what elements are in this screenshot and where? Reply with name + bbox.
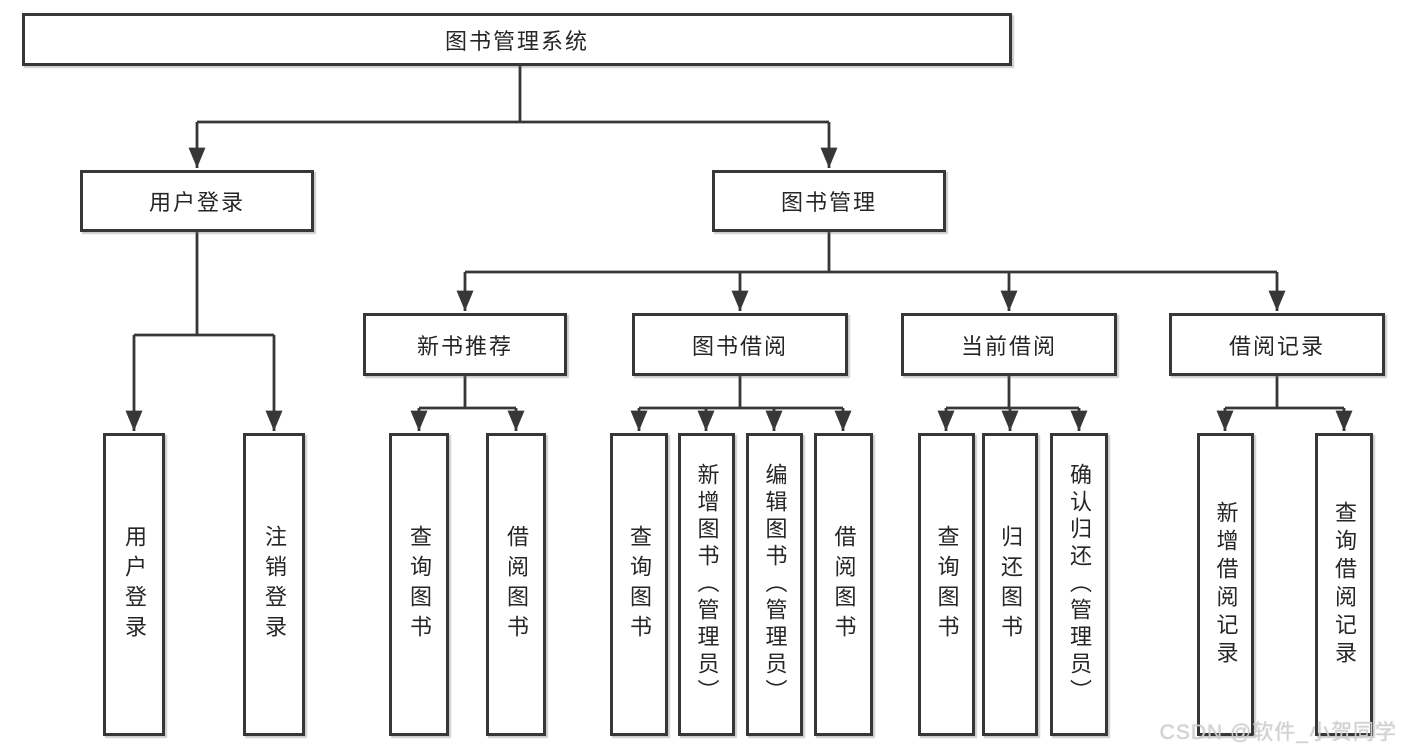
leaf-confirm-return-admin: 确认归还（管理员） [1050, 433, 1108, 736]
node-new-book-recommend: 新书推荐 [363, 313, 567, 376]
leaf-logout-login: 注销登录 [243, 433, 305, 736]
tree-rails [134, 66, 1344, 410]
leaf-query-books-current: 查询图书 [918, 433, 975, 736]
node-book-management: 图书管理 [712, 170, 946, 232]
leaf-borrow-books-recommend: 借阅图书 [486, 433, 546, 736]
node-current-borrow: 当前借阅 [901, 313, 1117, 376]
node-book-borrow: 图书借阅 [632, 313, 848, 376]
node-user-login: 用户登录 [80, 170, 314, 232]
node-library-management-system: 图书管理系统 [22, 13, 1012, 66]
leaf-add-borrow-record: 新增借阅记录 [1197, 433, 1254, 736]
leaf-edit-books-admin: 编辑图书（管理员） [746, 433, 803, 736]
leaf-user-login: 用户登录 [103, 433, 165, 736]
node-borrow-records: 借阅记录 [1169, 313, 1385, 376]
leaf-query-books-recommend: 查询图书 [389, 433, 449, 736]
leaf-add-books-admin: 新增图书（管理员） [678, 433, 735, 736]
csdn-watermark: CSDN @软件_小贺同学 [1159, 721, 1397, 744]
leaf-query-books-borrow: 查询图书 [610, 433, 668, 736]
leaf-return-books: 归还图书 [982, 433, 1038, 736]
leaf-borrow-books: 借阅图书 [814, 433, 873, 736]
leaf-query-borrow-record: 查询借阅记录 [1315, 433, 1373, 736]
